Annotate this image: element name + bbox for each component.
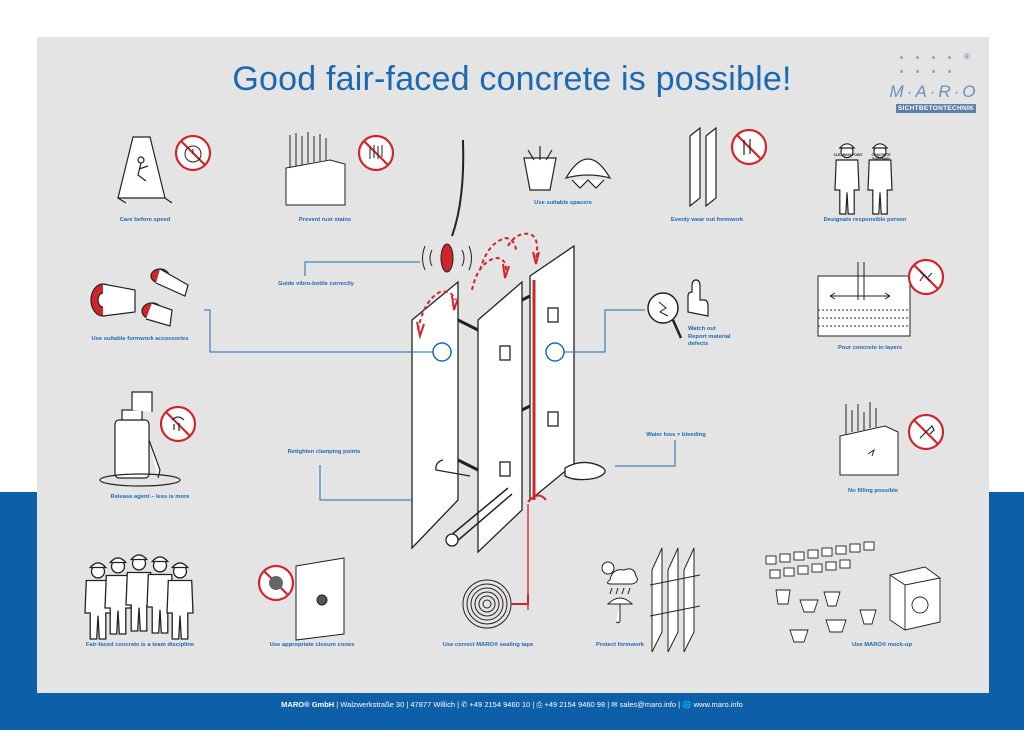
caption-cones: Use appropriate closure cones	[269, 642, 355, 648]
damaged-wall-icon	[839, 402, 899, 476]
caption-watch-out: Watch out Report material defects	[688, 326, 758, 349]
formwork-panels-icon	[689, 126, 717, 208]
email-icon: ✉	[611, 700, 618, 709]
maro-logo: ® M·A·R·O SICHTBETONTECHNIK	[888, 52, 980, 114]
caption-team: Fair-faced concrete is a team discipline	[85, 642, 195, 648]
caption-watch-line1: Watch out	[688, 326, 716, 332]
splashing-pour-prohibited-icon	[907, 258, 945, 296]
caption-spacers: Use suitable spacers	[534, 200, 592, 206]
wrong-cone-prohibited-icon	[257, 564, 295, 602]
footer-email[interactable]: sales@maro.info	[619, 700, 677, 709]
caption-tape: Use correct MARO® sealing tape	[442, 642, 534, 648]
pouring-arrows-icon	[416, 232, 540, 340]
logo-registered-mark: ®	[964, 52, 970, 61]
caption-no-filling: No filling possible	[848, 488, 898, 494]
wall-with-rebar-icon	[285, 132, 346, 206]
rust-stain-prohibited-icon	[357, 134, 395, 172]
vibro-bottle-icon	[422, 139, 472, 273]
callout-lines	[204, 261, 676, 501]
fax-icon: ⎙	[536, 700, 543, 709]
worker-label-right: CONCRETE FOREMAN	[871, 153, 891, 161]
magnifier-icon	[647, 292, 683, 339]
caption-bleeding: Water loss = bleeding	[646, 432, 706, 438]
worker-label-left: CLEARING POINT	[833, 153, 863, 157]
caption-formwork-wear: Evenly wear out formwork	[670, 217, 744, 223]
logo-name: M·A·R·O	[889, 82, 979, 101]
footer-web[interactable]: www.maro.info	[693, 700, 743, 709]
footer-address: Walzwerkstraße 30	[340, 700, 405, 709]
caption-protect: Protect formwork	[596, 642, 644, 648]
caption-responsible: Designate responsible person	[823, 217, 907, 223]
closure-cone-wall-icon	[295, 557, 345, 641]
wet-floor-sign-icon	[117, 136, 173, 204]
footer-fax: +49 2154 9460 98	[544, 700, 606, 709]
footer-company: MARO® GmbH	[281, 700, 335, 709]
caption-retighten: Retighten clamping points	[287, 449, 361, 455]
weather-icon	[601, 561, 638, 624]
team-workers-icon	[84, 554, 194, 640]
caption-accessories: Use suitable formwork accessories	[91, 336, 189, 342]
caption-watch-line3: defects	[688, 341, 709, 347]
caption-care: Care before speed	[119, 217, 171, 223]
sealing-tape-roll-icon	[462, 579, 529, 629]
raised-hand-icon	[687, 279, 709, 317]
poster-title: Good fair-faced concrete is possible!	[232, 60, 792, 98]
spatula-prohibited-icon	[907, 413, 945, 451]
pour-layers-icon	[817, 262, 911, 337]
mock-up-parts-icon	[765, 541, 941, 643]
footer-contact-line: MARO® GmbH | Walzwerkstraße 30 | 47877 W…	[281, 700, 743, 709]
footer-city: 47877 Willich	[410, 700, 455, 709]
caption-watch-line2: Report material	[688, 333, 731, 340]
phone-icon: ✆	[461, 700, 468, 709]
caption-vibro: Guide vibro-bottle correctly	[277, 281, 355, 287]
central-formwork-assembly	[411, 244, 606, 610]
spacer-icon	[523, 146, 612, 191]
release-agent-sprayer-icon	[99, 391, 181, 487]
caption-pour: Pour concrete in layers	[837, 345, 903, 351]
stopwatch-prohibited-icon	[174, 134, 212, 172]
footer-phone[interactable]: +49 2154 9460 10	[469, 700, 531, 709]
logo-subtitle: SICHTBETONTECHNIK	[896, 104, 976, 113]
dripping-prohibited-icon	[159, 405, 197, 443]
formwork-accessories-icon	[90, 268, 189, 327]
web-icon: 🌐	[682, 700, 692, 709]
protected-formwork-panels-icon	[649, 547, 701, 653]
caption-rust: Prevent rust stains	[298, 217, 352, 223]
caption-release: Release agent – less is more	[110, 494, 190, 500]
worn-formwork-prohibited-icon	[730, 128, 768, 166]
caption-mockup: Use MARO® mock-up	[852, 642, 912, 648]
